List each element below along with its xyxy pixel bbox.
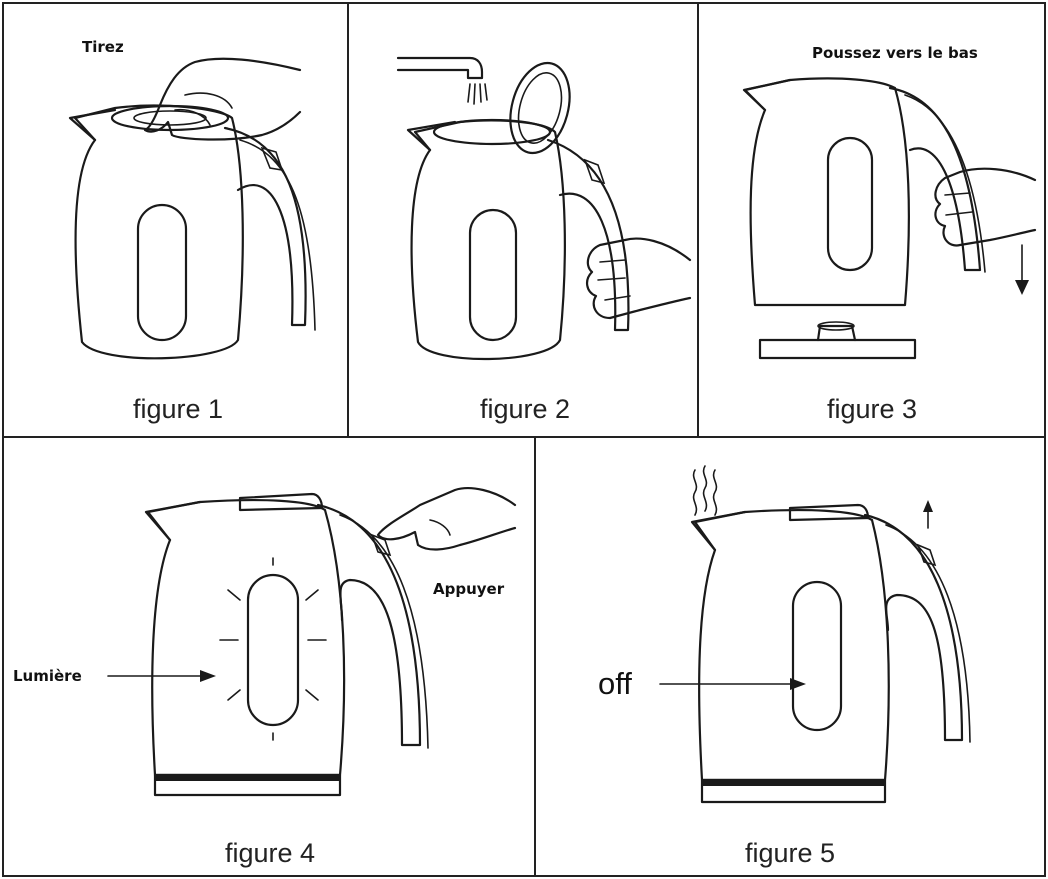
hand-icon — [376, 487, 517, 551]
figure-caption: figure 3 — [827, 394, 917, 424]
hand-icon — [934, 167, 1037, 247]
figure-caption: figure 5 — [745, 838, 835, 868]
panel-figure-1: Tirez figure 1 — [68, 38, 316, 424]
panel-figure-4: Appuyer Lumière figure 4 — [13, 487, 517, 868]
kettle-icon — [690, 503, 971, 804]
pointer-label: off — [598, 666, 632, 701]
hand-icon — [586, 237, 692, 320]
arrow-down-icon — [1015, 244, 1029, 295]
figure-caption: figure 2 — [480, 394, 570, 424]
kettle-icon — [406, 61, 630, 361]
arrow-right-icon — [107, 670, 216, 682]
steam-icon — [692, 465, 718, 516]
arrow-up-icon — [923, 500, 933, 529]
instruction-label: Appuyer — [433, 580, 505, 598]
panel-figure-5: off figure 5 — [598, 465, 971, 868]
kettle-icon — [68, 104, 316, 360]
arrow-right-icon — [659, 678, 806, 690]
base-plate-icon — [758, 321, 917, 360]
light-rays-icon — [219, 557, 327, 741]
figure-caption: figure 1 — [133, 394, 223, 424]
instruction-label: Tirez — [82, 38, 124, 56]
pointer-label: Lumière — [13, 667, 82, 685]
instruction-label: Poussez vers le bas — [812, 44, 978, 62]
kettle-icon — [144, 492, 429, 797]
panel-figure-2: figure 2 — [396, 56, 692, 424]
hand-icon — [143, 57, 302, 141]
panel-figure-3: Poussez vers le bas figure 3 — [742, 44, 1037, 424]
figure-caption: figure 4 — [225, 838, 315, 868]
kettle-icon — [742, 77, 986, 307]
water-tap-icon — [396, 56, 488, 105]
